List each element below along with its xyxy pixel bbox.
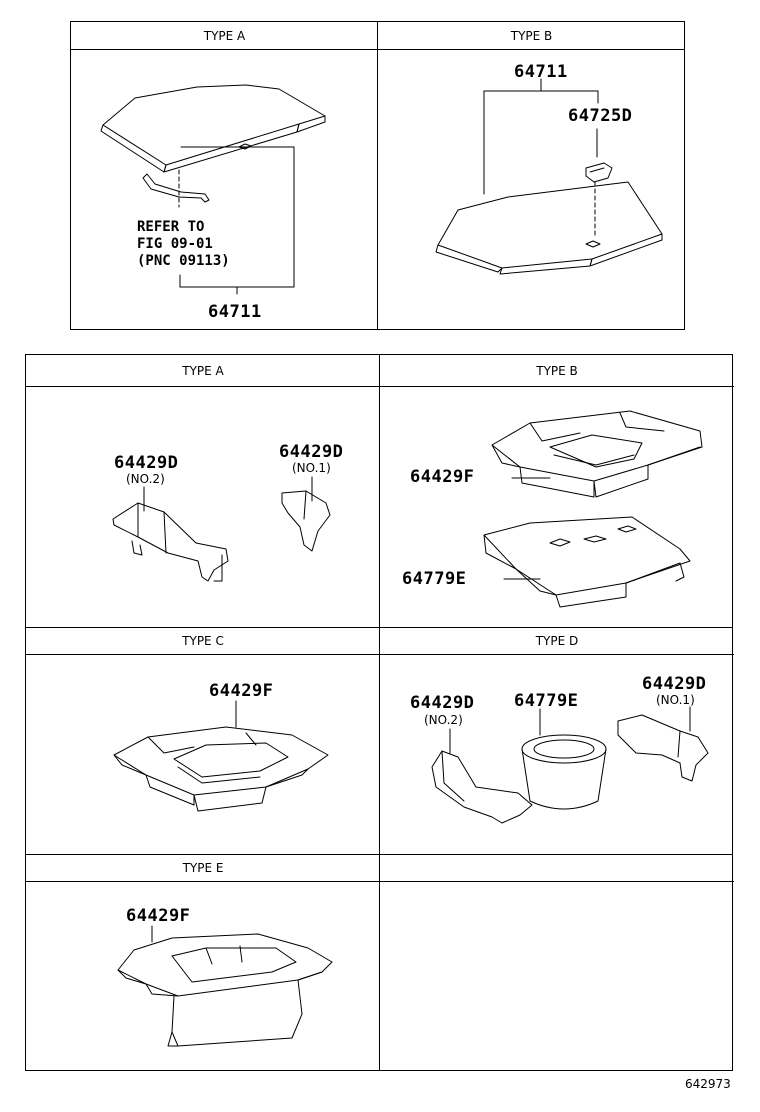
top-type-b-panel: TYPE B 64711 64725D xyxy=(378,22,685,329)
part-sub-no2: (NO.2) xyxy=(126,472,165,486)
type-e-header: TYPE E xyxy=(26,854,380,882)
top-parts-table: TYPE A REFER TO FIG 09-01 (PNC 09113) 64… xyxy=(70,21,685,330)
part-number-64711-b: 64711 xyxy=(514,62,568,82)
refer-note-line-1: REFER TO xyxy=(137,219,205,235)
bottom-type-a-panel: TYPE A 64429D (NO.2) 64429D (NO.1) xyxy=(26,355,380,627)
bottom-type-a-header: TYPE A xyxy=(26,355,380,387)
top-type-a-panel: TYPE A REFER TO FIG 09-01 (PNC 09113) 64… xyxy=(71,22,378,329)
refer-note: REFER TO FIG 09-01 (PNC 09113) xyxy=(137,219,230,270)
part-sub-no1: (NO.1) xyxy=(292,461,331,475)
part-number-64711-a: 64711 xyxy=(208,302,262,322)
empty-header xyxy=(380,854,734,882)
type-c-panel: TYPE C 64429F xyxy=(26,627,380,854)
part-number-64429f-b: 64429F xyxy=(410,467,475,487)
type-c-header: TYPE C xyxy=(26,627,380,655)
type-e-tray-drawing xyxy=(117,925,333,1047)
part-sub-no2-d: (NO.2) xyxy=(424,713,463,727)
part-number-64429d-no2: 64429D xyxy=(114,453,179,473)
part-number-64429f-c: 64429F xyxy=(209,681,274,701)
trunk-trays-drawing xyxy=(483,410,703,608)
type-c-tray-drawing xyxy=(113,700,329,812)
top-type-a-header: TYPE A xyxy=(71,22,378,50)
part-number-64779e-d: 64779E xyxy=(514,691,579,711)
rear-deck-board-drawing xyxy=(100,84,326,295)
part-number-64429d-no1: 64429D xyxy=(279,442,344,462)
bottom-type-b-header: TYPE B xyxy=(380,355,734,387)
part-number-64429d-no2-d: 64429D xyxy=(410,693,475,713)
type-d-panel: TYPE D 64429D (NO.2) 64779E 64429D (NO.1… xyxy=(380,627,734,854)
type-d-header: TYPE D xyxy=(380,627,734,655)
part-number-64779e-b: 64779E xyxy=(402,569,467,589)
part-number-64429d-no1-d: 64429D xyxy=(642,674,707,694)
bottom-type-b-panel: TYPE B 64429F 64779E xyxy=(380,355,734,627)
figure-number: 642973 xyxy=(685,1077,731,1091)
bottom-parts-table: TYPE A 64429D (NO.2) 64429D (NO.1) TYPE … xyxy=(25,354,734,1071)
bottom-table-divider xyxy=(379,355,380,1070)
part-number-64429f-e: 64429F xyxy=(126,906,191,926)
side-trays-drawing xyxy=(112,476,331,582)
refer-note-line-3: (PNC 09113) xyxy=(137,253,230,269)
type-e-panel: TYPE E 64429F xyxy=(26,854,380,1070)
empty-panel xyxy=(380,854,734,1070)
top-table-divider xyxy=(377,22,378,329)
row-divider-1 xyxy=(26,627,732,628)
type-d-parts-drawing xyxy=(431,706,709,824)
part-number-64725d: 64725D xyxy=(568,106,633,126)
part-sub-no1-d: (NO.1) xyxy=(656,693,695,707)
refer-note-line-2: FIG 09-01 xyxy=(137,236,213,252)
top-type-b-header: TYPE B xyxy=(378,22,685,50)
deck-board-with-clip-drawing xyxy=(435,78,663,275)
row-divider-2 xyxy=(26,854,732,855)
